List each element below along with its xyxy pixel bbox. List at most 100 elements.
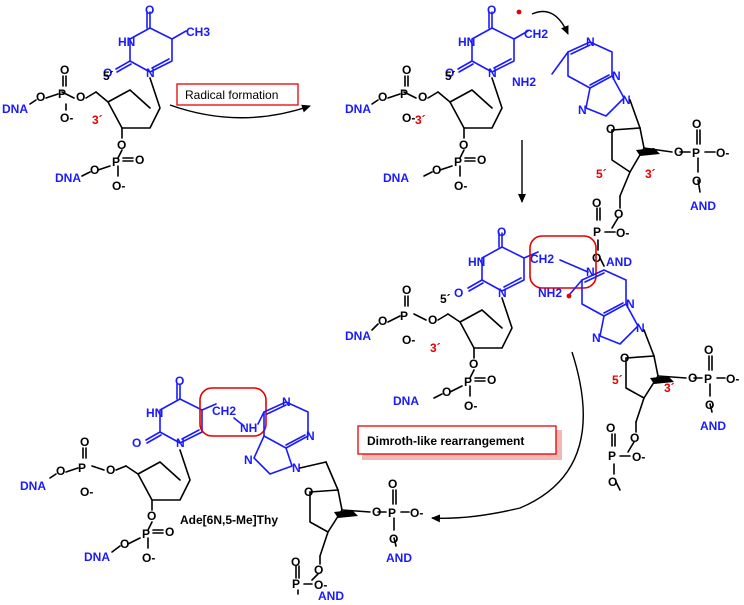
o-label: O <box>402 283 411 297</box>
p-label: P <box>704 372 712 386</box>
dna-label: DNA <box>393 394 419 408</box>
o-label: O <box>389 532 398 546</box>
o-label: O <box>165 525 174 539</box>
phosphate-5-2 <box>371 75 439 105</box>
o-label: O <box>76 90 85 104</box>
o-label: O <box>80 435 89 449</box>
p-label: P <box>608 449 616 463</box>
thymine-ring-3 <box>467 232 589 292</box>
p-label: P <box>454 155 462 169</box>
deoxyribose-2 <box>437 77 503 139</box>
o-label: O <box>620 351 629 365</box>
o-minus-label: O- <box>410 506 423 520</box>
hn-label: HN <box>468 255 485 269</box>
p-label: P <box>464 375 472 389</box>
and-label: AND <box>700 419 726 433</box>
o-label: O <box>692 174 701 188</box>
phosphate-5-1 <box>29 75 97 111</box>
ribose-3 <box>625 329 687 423</box>
o-label: O <box>402 63 411 77</box>
bond-wedge <box>334 510 358 518</box>
radical-dot <box>516 9 522 15</box>
dna-label: DNA <box>345 102 371 116</box>
ch2-label: CH2 <box>524 27 548 41</box>
o-minus-label: O- <box>454 179 467 193</box>
o-label: O <box>388 477 397 491</box>
crosslink-product-structure: O HN CH2 NH O N O O P O- O DNA <box>20 374 423 603</box>
product-name: Ade[6N,5-Me]Thy <box>180 513 278 527</box>
o-minus-label: O- <box>716 146 729 160</box>
radical-formation-label: Radical formation <box>185 88 278 102</box>
n-label: N <box>498 286 507 300</box>
o-label: O <box>378 314 387 328</box>
n-label: N <box>306 429 315 443</box>
nh-label: NH <box>240 421 257 435</box>
hn-label: HN <box>458 35 475 49</box>
o-label: O <box>688 371 697 385</box>
o-label: O <box>147 509 156 523</box>
o-minus-label: O- <box>80 485 93 499</box>
o-label: O <box>674 145 683 159</box>
o-label: O <box>145 3 154 17</box>
o-minus-label: O- <box>60 111 73 125</box>
o-minus-label: O- <box>402 333 415 347</box>
nh2-label: NH2 <box>512 75 536 89</box>
deoxyribose-3 <box>447 297 513 359</box>
phosphate-5-2b <box>596 195 621 267</box>
and-label: AND <box>690 199 716 213</box>
hn-label: HN <box>118 35 135 49</box>
phosphate-3-4 <box>111 521 164 553</box>
o-label: O <box>459 138 468 152</box>
ch2-label: CH2 <box>530 252 554 266</box>
phosphate-5-3b <box>611 421 637 491</box>
p-label: P <box>400 87 408 101</box>
and-label: AND <box>606 255 632 269</box>
n-label: N <box>586 265 595 279</box>
p-label: P <box>58 87 66 101</box>
deoxyribose-4 <box>125 449 191 511</box>
o-label: O <box>291 555 300 569</box>
o-label: O <box>175 374 184 388</box>
radical-formation-step: Radical formation <box>169 83 311 119</box>
three-prime-label: 3´ <box>430 341 441 355</box>
adenine-ring-2 <box>551 41 625 117</box>
o-label: O <box>432 163 441 177</box>
phosphate-3-3 <box>433 369 486 399</box>
o-label: O <box>314 563 323 577</box>
o-label: O <box>606 421 615 435</box>
p-label: P <box>593 225 601 239</box>
n-label: N <box>578 103 587 117</box>
o-label: O <box>378 90 387 104</box>
five-prime-label: 5´ <box>440 292 451 306</box>
n-label: N <box>636 321 645 335</box>
p-label: P <box>292 577 300 591</box>
o-label: O <box>614 207 623 221</box>
phosphate-3-1 <box>81 149 134 177</box>
o-label: O <box>36 90 45 104</box>
aminyl-radical-adduct-structure: O HN CH2 O N 5´ 3´ O O P O- O DNA <box>345 225 739 491</box>
n-label: N <box>592 331 601 345</box>
dna-label: DNA <box>84 550 110 564</box>
and-label: AND <box>318 589 344 603</box>
n-label: N <box>488 66 497 80</box>
o-minus-label: O- <box>616 226 629 240</box>
three-prime-label: 3´ <box>664 381 675 395</box>
hn-label: HN <box>146 406 163 420</box>
ribose-4 <box>299 461 371 557</box>
o-label: O <box>704 343 713 357</box>
phosphate-5-4b <box>295 555 321 595</box>
dna-label: DNA <box>2 102 28 116</box>
o-label: O <box>304 485 313 499</box>
radical-formation-arrow <box>169 104 311 119</box>
phosphate-3-3b <box>693 355 726 413</box>
dimroth-label: Dimroth-like rearrangement <box>367 434 524 448</box>
radical-formation-box <box>176 83 299 106</box>
p-label: P <box>78 461 86 475</box>
o-label: O <box>428 313 437 327</box>
o-label: O <box>117 138 126 152</box>
n-label: N <box>586 35 595 49</box>
new-bond-highlight <box>199 387 267 437</box>
thymine-ring-1 <box>115 11 187 73</box>
o-label: O <box>497 225 506 239</box>
ch3-label: CH3 <box>186 25 210 39</box>
